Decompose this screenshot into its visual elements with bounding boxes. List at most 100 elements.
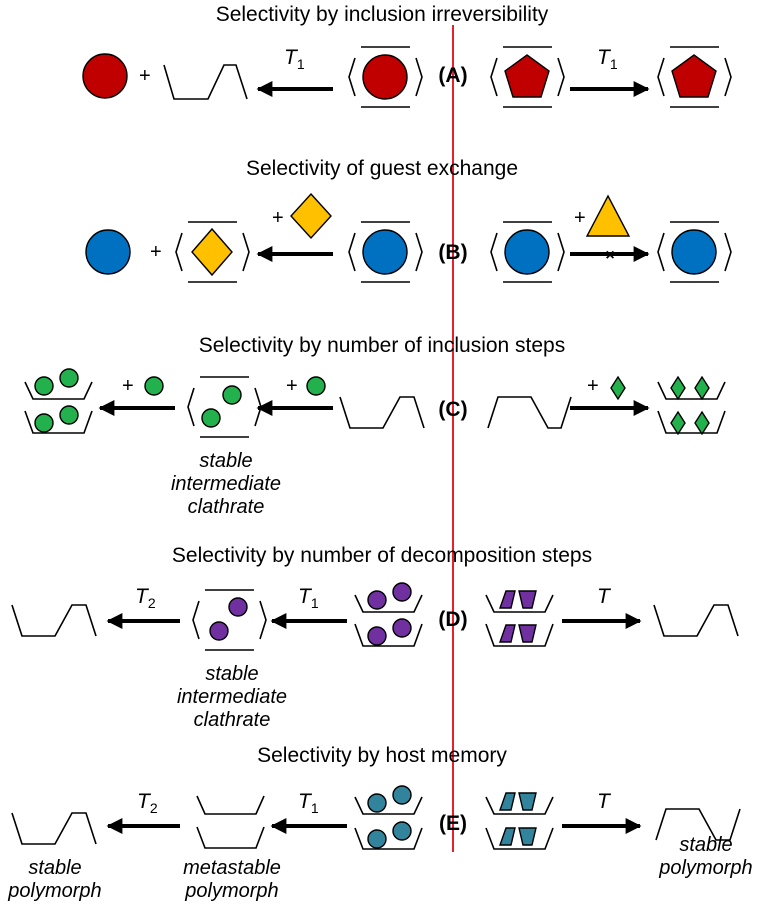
green-circle-guest [59,405,79,425]
t1-label: T1 [298,790,319,816]
blue-circle-guest-included [671,229,717,275]
purple-circle-guest [367,626,387,646]
empty-host-chair [339,396,425,429]
blue-circle-guest [85,229,131,275]
empty-host-chair [11,604,97,637]
plus-sign: + [122,375,134,397]
clathrate-host [348,221,423,283]
open-host-lower [485,623,554,647]
red-circle-guest [82,53,128,99]
open-host-upper [485,594,554,613]
open-host-lower [196,826,265,849]
purple-circle-guest [228,597,248,617]
clathrate-host [348,46,423,108]
row-b-title: Selectivity of guest exchange [246,157,518,180]
green-circle-guest [59,368,79,388]
caption-polymorph: polymorph [184,880,278,902]
row-a-label: (A) [438,64,467,87]
purple-circle-guest [392,618,412,638]
green-circle-guest [222,385,242,405]
teal-trapezoid-guest [518,792,537,811]
t1-label: T1 [597,46,618,72]
green-circle-guest [34,413,54,433]
teal-trapezoid-guest [499,827,516,846]
t-label: T [597,790,612,813]
teal-trapezoid-guest [499,792,516,811]
plus-sign: + [286,375,298,397]
clathrate-host [192,589,267,651]
open-host-lower [657,410,726,434]
green-diamond-guest [670,375,686,401]
teal-circle-guest [367,793,387,813]
plus-sign: + [272,207,284,229]
purple-trapezoid-guest [518,590,537,609]
teal-circle-guest [392,785,412,805]
open-host-lower [354,623,423,647]
open-host-upper [354,796,423,815]
purple-circle-guest [209,621,229,641]
clathrate-host [490,46,565,108]
plus-sign: + [587,375,599,397]
row-c-label: (C) [438,398,467,421]
blocked-mark: × [605,247,614,264]
green-circle-guest [201,408,221,428]
blue-circle-guest-included [504,229,550,275]
yellow-diamond-guest [290,192,332,240]
blue-circle-guest-included [362,229,408,275]
t2-label: T2 [135,585,156,611]
green-diamond-guest [694,410,710,436]
row-c-title: Selectivity by number of inclusion steps [199,334,566,357]
plus-sign: + [574,207,586,229]
red-circle-guest-included [362,54,408,100]
t1-label: T1 [284,46,305,72]
clathrate-host [175,221,250,283]
empty-host-chair [163,64,248,100]
green-circle-guest [306,376,326,396]
teal-circle-guest [367,829,387,849]
empty-host-chair [11,812,97,845]
open-host-lower [24,410,93,434]
row-e-label: (E) [439,812,467,835]
t1-label: T1 [298,585,319,611]
row-a-title: Selectivity by inclusion irreversibility [216,3,549,26]
clathrate-host [657,46,732,108]
caption-stable: stable [679,834,732,856]
open-host-lower [354,827,423,850]
open-host-upper [657,381,726,400]
green-circle-guest [34,376,54,396]
caption-intermediate: intermediate [177,686,287,708]
t2-label: T2 [137,790,158,816]
empty-host-chair [653,604,739,637]
teal-trapezoid-guest [518,827,537,846]
caption-metastable: metastable [183,857,281,879]
green-diamond-guest [610,375,626,401]
clathrate-host [187,376,262,438]
open-host-upper [24,381,93,400]
yellow-diamond-guest-included [191,227,233,277]
open-host-upper [354,594,423,613]
purple-circle-guest [392,582,412,602]
row-d-title: Selectivity by number of decomposition s… [172,544,592,567]
row-e-title: Selectivity by host memory [257,744,507,767]
row-d-label: (D) [438,608,467,631]
clathrate-host [490,221,565,283]
purple-circle-guest [367,590,387,610]
caption-stable: stable [28,857,81,879]
caption-clathrate: clathrate [194,709,271,731]
purple-trapezoid-guest [499,590,516,609]
plus-sign: + [150,241,162,263]
empty-host-chair [655,808,741,841]
caption-intermediate: intermediate [171,473,281,495]
open-host-lower [485,827,554,850]
green-circle-guest [144,376,164,396]
green-diamond-guest [670,410,686,436]
caption-stable: stable [199,450,252,472]
caption-stable: stable [205,663,258,685]
caption-polymorph: polymorph [7,880,101,902]
red-pentagon-guest [504,54,550,98]
purple-trapezoid-guest [518,624,537,643]
green-diamond-guest [694,375,710,401]
row-b-label: (B) [438,241,467,264]
open-host-upper [485,796,554,815]
